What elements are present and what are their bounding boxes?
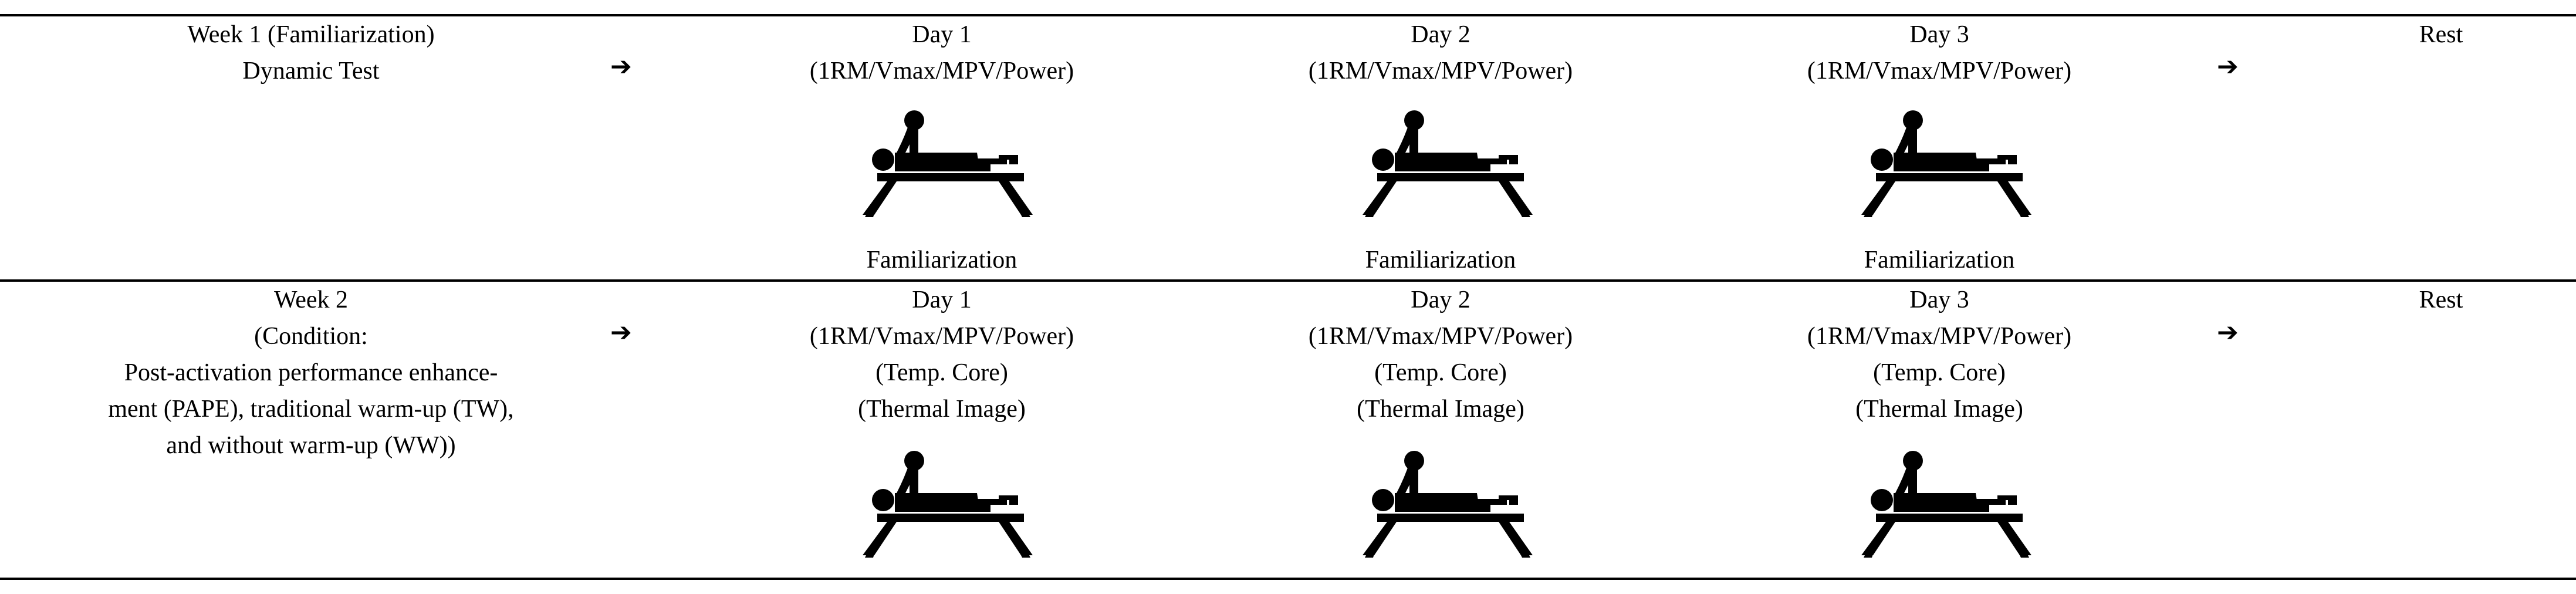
week-2-label: Week 2 (Condition: Post-activation perfo… bbox=[100, 282, 522, 464]
day-title: Day 2 bbox=[1411, 286, 1470, 313]
week-2-title: Week 2 bbox=[273, 286, 349, 313]
arrow-right-icon: ➔ bbox=[2217, 318, 2239, 347]
day-thermal-image: (Thermal Image) bbox=[858, 396, 1026, 423]
day-title: Day 1 bbox=[912, 21, 972, 48]
bench-press-icon bbox=[1363, 110, 1533, 222]
bench-press-icon bbox=[863, 110, 1033, 222]
day-measures: (1RM/Vmax/MPV/Power) bbox=[1308, 323, 1573, 350]
week-1-subtitle: Dynamic Test bbox=[242, 58, 380, 85]
bench-press-icon bbox=[1861, 451, 2031, 562]
table-bottom-rule bbox=[0, 578, 2576, 580]
week-2-day-2: Day 2 (1RM/Vmax/MPV/Power) (Temp. Core) … bbox=[1276, 282, 1605, 427]
week-2-condition-line: Post-activation performance enhance- bbox=[124, 359, 498, 386]
rest-label: Rest bbox=[2419, 286, 2463, 313]
week-1-label: Week 1 (Familiarization) Dynamic Test bbox=[100, 16, 522, 89]
week-2-condition-line: and without warm-up (WW)) bbox=[166, 432, 456, 459]
day-title: Day 2 bbox=[1411, 21, 1470, 48]
day-thermal-image: (Thermal Image) bbox=[1357, 396, 1524, 423]
rest-label: Rest bbox=[2419, 21, 2463, 48]
week-2-day-1: Day 1 (1RM/Vmax/MPV/Power) (Temp. Core) … bbox=[777, 282, 1106, 427]
day-title: Day 1 bbox=[912, 286, 972, 313]
day-measures: (1RM/Vmax/MPV/Power) bbox=[809, 58, 1074, 85]
day-thermal-image: (Thermal Image) bbox=[1855, 396, 2023, 423]
week-1-day-3: Day 3 (1RM/Vmax/MPV/Power) bbox=[1775, 16, 2104, 89]
day-caption: Familiarization bbox=[1365, 247, 1516, 274]
day-caption: Familiarization bbox=[1864, 247, 2015, 274]
day-core-temp: (Temp. Core) bbox=[1374, 359, 1507, 386]
table-middle-rule bbox=[0, 279, 2576, 282]
table-top-rule bbox=[0, 14, 2576, 16]
arrow-right-icon: ➔ bbox=[610, 318, 632, 347]
day-measures: (1RM/Vmax/MPV/Power) bbox=[1807, 58, 2072, 85]
week-1-day-1: Day 1 (1RM/Vmax/MPV/Power) bbox=[777, 16, 1106, 89]
day-measures: (1RM/Vmax/MPV/Power) bbox=[1308, 58, 1573, 85]
day-core-temp: (Temp. Core) bbox=[875, 359, 1008, 386]
week-1-day-2: Day 2 (1RM/Vmax/MPV/Power) bbox=[1276, 16, 1605, 89]
arrow-right-icon: ➔ bbox=[610, 52, 632, 82]
bench-press-icon bbox=[863, 451, 1033, 562]
arrow-right-icon: ➔ bbox=[2217, 52, 2239, 82]
week-2-day-3: Day 3 (1RM/Vmax/MPV/Power) (Temp. Core) … bbox=[1775, 282, 2104, 427]
week-2-condition-line: ment (PAPE), traditional warm-up (TW), bbox=[108, 396, 514, 423]
day-measures: (1RM/Vmax/MPV/Power) bbox=[1807, 323, 2072, 350]
week-1-title: Week 1 (Familiarization) bbox=[187, 21, 435, 48]
bench-press-icon bbox=[1861, 110, 2031, 222]
day-measures: (1RM/Vmax/MPV/Power) bbox=[809, 323, 1074, 350]
bench-press-icon bbox=[1363, 451, 1533, 562]
day-title: Day 3 bbox=[1909, 21, 1969, 48]
day-title: Day 3 bbox=[1909, 286, 1969, 313]
day-caption: Familiarization bbox=[866, 247, 1017, 274]
week-2-condition-line: (Condition: bbox=[254, 323, 368, 350]
day-core-temp: (Temp. Core) bbox=[1873, 359, 2006, 386]
